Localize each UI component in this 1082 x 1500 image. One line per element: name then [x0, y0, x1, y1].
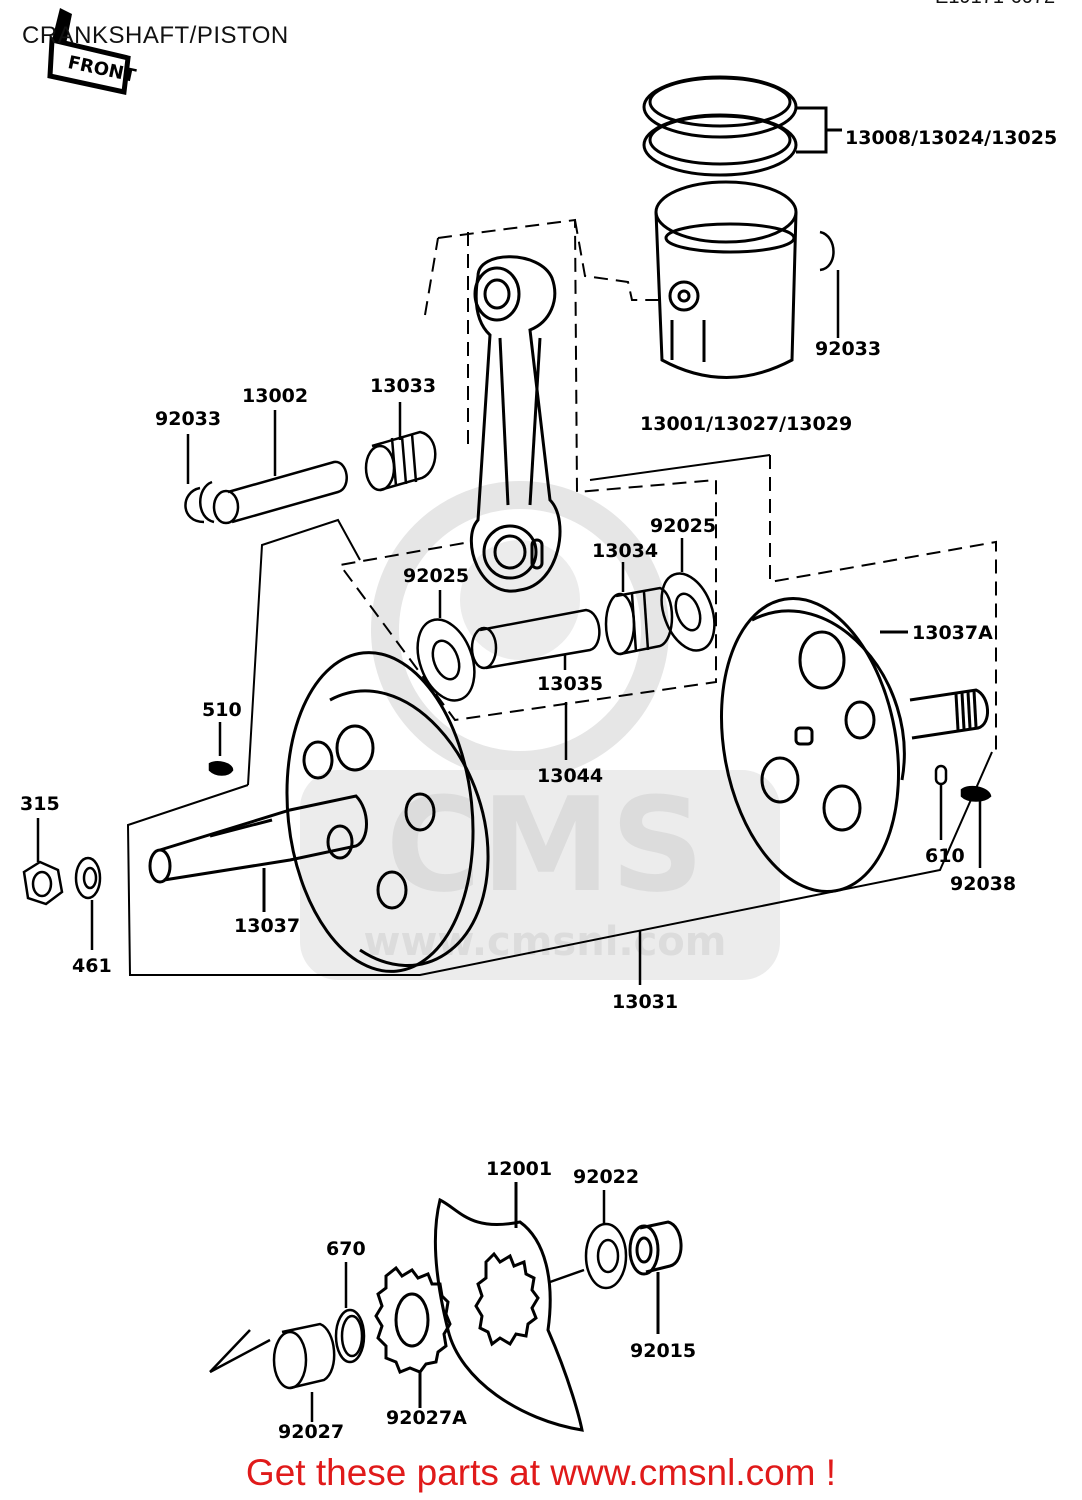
crank-shaft-right-icon	[909, 688, 989, 740]
part-labels: 13008/13024/13025 92033 13001/13027/1302…	[20, 127, 1057, 1443]
shaft-axis-line-2	[209, 1329, 251, 1373]
big-end-bearing-icon	[604, 562, 674, 656]
washer-461-icon	[74, 856, 102, 950]
label-big-end-bearing: 13034	[592, 540, 658, 562]
crank-pin-icon	[470, 608, 601, 670]
cta-link[interactable]: Get these parts at www.cmsnl.com !	[245, 1452, 837, 1493]
label-washer-461: 461	[72, 955, 112, 977]
label-rings: 13008/13024/13025	[845, 127, 1057, 149]
watermark-url: www.cmsnl.com	[364, 919, 727, 965]
shaft-axis-line	[209, 1338, 271, 1374]
key-92038-icon	[960, 785, 992, 868]
label-collar-92027: 92027	[278, 1421, 344, 1443]
label-circlip-left: 92033	[155, 408, 221, 430]
circlip-670-icon	[334, 1262, 366, 1364]
label-pin-610: 610	[925, 845, 965, 867]
label-crankshaft: 13031	[612, 991, 678, 1013]
conrod-icon	[469, 255, 562, 593]
piston-icon	[654, 180, 798, 379]
nut-icon	[22, 818, 64, 906]
label-flywheel-right: 13037A	[912, 622, 993, 644]
flywheel-right-icon	[719, 596, 908, 894]
label-piston: 13001/13027/13029	[640, 413, 852, 435]
circlip-left-icon	[184, 434, 215, 524]
label-sprocket-plate: 12001	[486, 1158, 552, 1180]
crank-shaft-left-icon	[148, 794, 368, 912]
label-nut: 315	[20, 793, 60, 815]
label-circlip-670: 670	[326, 1238, 366, 1260]
oil-seal-icon	[628, 1220, 683, 1334]
label-conrod-set: 13044	[537, 765, 603, 787]
piston-pin-icon	[212, 410, 348, 525]
sprocket-to-collar-line	[549, 1268, 585, 1284]
gear-92027a-icon	[374, 1265, 452, 1408]
key-510-icon	[208, 722, 234, 776]
circlip-right-icon	[819, 230, 840, 338]
conrod-dashed-frame	[338, 218, 997, 752]
diagram-code: E19171-6072	[935, 0, 1055, 9]
label-piston-pin: 13002	[242, 385, 308, 407]
crankshaft-frame	[126, 454, 993, 976]
page-title: CRANKSHAFT/PISTON	[22, 22, 289, 49]
label-oil-seal: 92015	[630, 1340, 696, 1362]
label-small-end-bearing: 13033	[370, 375, 436, 397]
collar-92022-icon	[584, 1190, 628, 1290]
small-end-bearing-icon	[364, 402, 437, 492]
watermark-brand: CMS	[386, 769, 704, 921]
flywheel-left-icon	[285, 651, 490, 973]
piston-rings-icon	[642, 75, 842, 177]
collar-92027-icon	[272, 1322, 336, 1422]
label-collar-92022: 92022	[573, 1166, 639, 1188]
label-gear-92027a: 92027A	[386, 1407, 467, 1429]
sprocket-plate-icon	[433, 1182, 584, 1432]
label-washer-left: 92025	[403, 565, 469, 587]
washer-right-icon	[660, 538, 716, 652]
label-key-92038: 92038	[950, 873, 1016, 895]
label-washer-right: 92025	[650, 515, 716, 537]
front-arrow-icon: FRONT	[47, 8, 138, 96]
label-crank-pin: 13035	[537, 673, 603, 695]
label-key-510: 510	[202, 699, 242, 721]
pin-610-icon	[934, 764, 948, 840]
label-flywheel-left: 13037	[234, 915, 300, 937]
label-circlip-right: 92033	[815, 338, 881, 360]
washer-left-icon	[416, 590, 476, 702]
